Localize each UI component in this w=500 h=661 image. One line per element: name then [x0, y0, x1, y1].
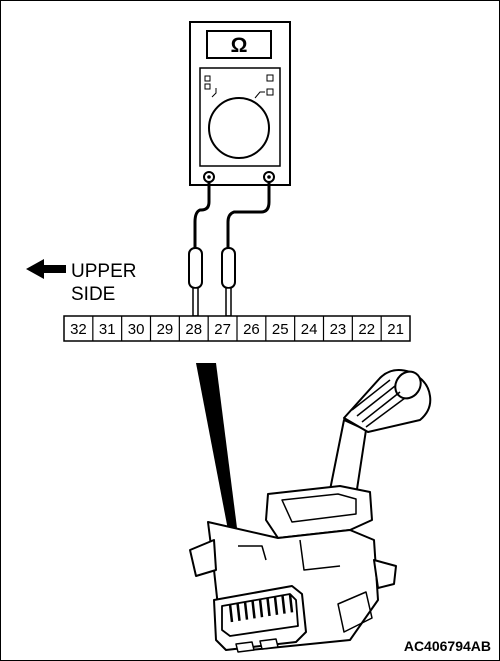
terminal-label-23: 23 — [330, 321, 347, 338]
meter-display — [206, 30, 272, 59]
terminal-label-30: 30 — [128, 321, 145, 338]
socket-pin — [251, 600, 256, 619]
terminal-label-27: 27 — [214, 321, 231, 338]
terminal-label-21: 21 — [387, 321, 404, 338]
body-detail — [337, 591, 373, 633]
lever-tip — [394, 370, 422, 400]
body-detail — [299, 539, 341, 571]
knob-ridge — [351, 379, 391, 411]
test-leads — [188, 182, 271, 317]
probe-pin-left — [192, 287, 199, 317]
body-detail — [238, 545, 267, 561]
meter-jack-left-dot — [207, 175, 211, 179]
rotary-dial — [208, 97, 270, 159]
side-label: SIDE — [71, 284, 115, 305]
pointer-wedge — [196, 363, 243, 577]
range-mark-icon — [211, 88, 217, 98]
arrow-left-icon — [26, 259, 66, 279]
knob-ridge — [356, 385, 396, 417]
meter-jack-right-dot — [267, 175, 271, 179]
socket-pin — [288, 594, 294, 613]
socket-pin — [236, 602, 241, 621]
lead-wire-right — [226, 182, 271, 250]
orientation-label: UPPER SIDE — [26, 259, 136, 305]
terminal-label-32: 32 — [70, 321, 87, 338]
lead-wire-left — [193, 182, 211, 250]
terminal-label-26: 26 — [243, 321, 260, 338]
knob-ridge — [361, 391, 401, 423]
range-mark-icon — [266, 74, 274, 82]
ohm-symbol: Ω — [231, 34, 248, 57]
socket-pin — [273, 596, 279, 615]
probe-handle-right — [221, 247, 236, 289]
socket-pin — [281, 595, 286, 614]
side-tab-left — [189, 539, 217, 577]
side-tab-right — [373, 559, 397, 589]
socket-pin — [243, 601, 249, 620]
range-mark-icon — [204, 83, 211, 90]
terminal-label-25: 25 — [272, 321, 289, 338]
terminal-label-29: 29 — [157, 321, 174, 338]
figure-code: AC406794AB — [404, 638, 491, 654]
socket-pin — [258, 599, 264, 618]
terminal-label-22: 22 — [358, 321, 375, 338]
range-mark-icon — [254, 91, 265, 99]
probe-pin-right — [225, 287, 232, 317]
range-mark-icon — [204, 75, 211, 82]
terminal-label-31: 31 — [99, 321, 116, 338]
latch-tab — [259, 638, 279, 650]
socket-pin — [266, 597, 271, 617]
terminal-label-24: 24 — [301, 321, 318, 338]
knob-ridge — [365, 397, 406, 428]
range-mark-icon — [266, 88, 274, 96]
probe-handle-left — [188, 247, 203, 289]
column-switch — [189, 369, 432, 653]
upper-label: UPPER — [71, 261, 136, 282]
multimeter: Ω — [189, 21, 291, 186]
socket-pin — [228, 603, 234, 623]
connector-socket — [221, 593, 299, 637]
latch-tab — [235, 641, 255, 653]
terminal-strip: 32 31 30 29 28 27 26 25 24 23 22 21 — [63, 315, 411, 342]
housing-top-inner — [281, 493, 357, 523]
terminal-label-28: 28 — [185, 321, 202, 338]
